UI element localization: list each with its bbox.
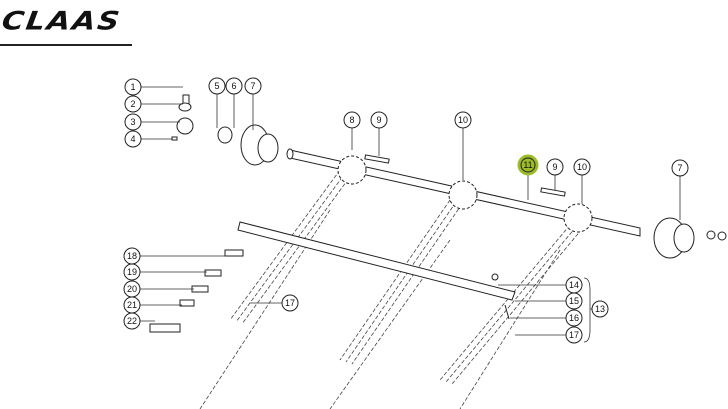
callouts: 1 2 3 4 5 6 7 8 9 10 11 9 10 7 18 19 20 …: [123, 77, 689, 344]
svg-text:6: 6: [231, 81, 236, 91]
callout-2[interactable]: 2: [124, 95, 142, 113]
callout-21[interactable]: 21: [123, 296, 141, 314]
svg-text:5: 5: [214, 81, 219, 91]
callout-17-right[interactable]: 17: [565, 326, 583, 344]
callout-7[interactable]: 7: [244, 77, 262, 95]
svg-text:19: 19: [127, 267, 137, 277]
callout-7-right[interactable]: 7: [671, 159, 689, 177]
svg-text:8: 8: [349, 115, 354, 125]
callout-10-right[interactable]: 10: [573, 158, 591, 176]
sprockets: [337, 155, 593, 233]
svg-text:3: 3: [130, 117, 135, 127]
callout-9-right[interactable]: 9: [546, 158, 564, 176]
svg-text:9: 9: [552, 162, 557, 172]
callout-16[interactable]: 16: [565, 309, 583, 327]
callout-13[interactable]: 13: [591, 300, 609, 318]
svg-text:15: 15: [569, 296, 579, 306]
callout-15[interactable]: 15: [565, 292, 583, 310]
svg-text:10: 10: [458, 115, 468, 125]
svg-text:7: 7: [677, 163, 682, 173]
svg-text:17: 17: [285, 298, 295, 308]
svg-text:17: 17: [569, 330, 579, 340]
svg-text:16: 16: [569, 313, 579, 323]
svg-text:2: 2: [130, 99, 135, 109]
svg-text:11: 11: [523, 160, 532, 170]
callout-19[interactable]: 19: [123, 263, 141, 281]
svg-text:13: 13: [595, 304, 605, 314]
callout-11-highlighted[interactable]: 11: [517, 154, 539, 176]
guide-rail: [149, 221, 516, 333]
callout-6[interactable]: 6: [225, 77, 243, 95]
callout-1[interactable]: 1: [124, 78, 142, 96]
callout-8[interactable]: 8: [343, 111, 361, 129]
callout-20[interactable]: 20: [123, 280, 141, 298]
svg-text:9: 9: [376, 115, 381, 125]
callout-18[interactable]: 18: [123, 247, 141, 265]
callout-10[interactable]: 10: [454, 111, 472, 129]
svg-text:14: 14: [569, 280, 579, 290]
svg-text:20: 20: [127, 284, 137, 294]
svg-text:4: 4: [130, 134, 135, 144]
callout-17-left[interactable]: 17: [281, 294, 299, 312]
callout-3[interactable]: 3: [124, 113, 142, 131]
bearing-housings: [171, 94, 727, 259]
callout-22[interactable]: 22: [123, 312, 141, 330]
svg-text:7: 7: [250, 81, 255, 91]
svg-text:18: 18: [127, 251, 137, 261]
leader-lines: [140, 86, 681, 343]
callout-4[interactable]: 4: [124, 130, 142, 148]
callout-5[interactable]: 5: [208, 77, 226, 95]
callout-9[interactable]: 9: [370, 111, 388, 129]
svg-text:22: 22: [127, 316, 137, 326]
callout-14[interactable]: 14: [565, 276, 583, 294]
logo-underline: [0, 44, 132, 46]
svg-text:10: 10: [577, 162, 587, 172]
svg-text:21: 21: [127, 300, 137, 310]
svg-text:1: 1: [130, 82, 135, 92]
